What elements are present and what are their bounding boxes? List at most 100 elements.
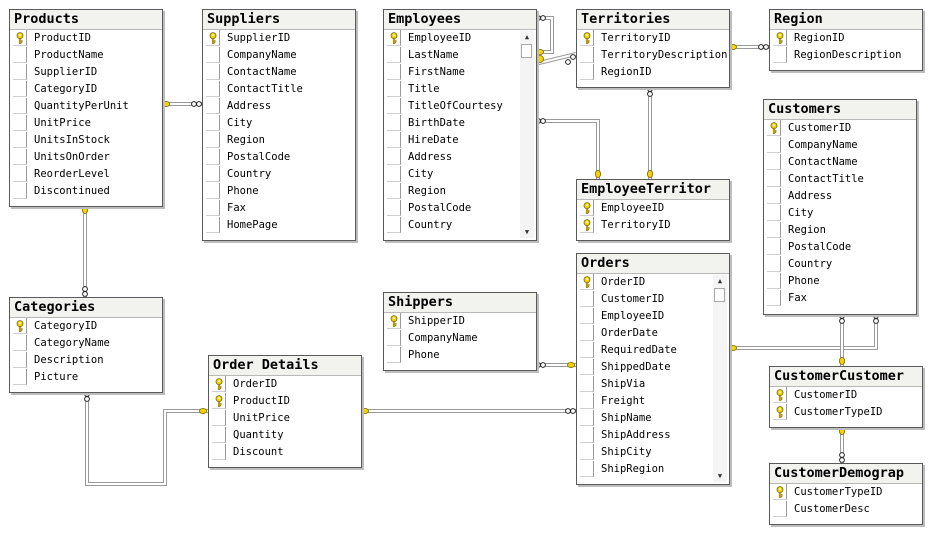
row-selector[interactable]: [13, 64, 27, 80]
row-selector[interactable]: [387, 81, 401, 97]
column-row[interactable]: Fax: [203, 200, 355, 217]
column-row[interactable]: Address: [764, 188, 916, 205]
column-row[interactable]: EmployeeID: [577, 200, 729, 217]
column-row[interactable]: Phone: [764, 273, 916, 290]
column-row[interactable]: ShipName: [577, 410, 711, 427]
scroll-up-icon[interactable]: ▲: [524, 33, 530, 41]
column-row[interactable]: Country: [203, 166, 355, 183]
row-selector[interactable]: [767, 256, 781, 272]
column-row[interactable]: CategoryID: [10, 318, 162, 335]
row-selector[interactable]: [767, 205, 781, 221]
column-row[interactable]: ShipCity: [577, 444, 711, 461]
row-selector[interactable]: [212, 393, 226, 409]
row-selector[interactable]: [767, 222, 781, 238]
row-selector[interactable]: [767, 273, 781, 289]
row-selector[interactable]: [580, 427, 594, 443]
row-selector[interactable]: [13, 149, 27, 165]
column-row[interactable]: OrderDate: [577, 325, 711, 342]
column-row[interactable]: Region: [764, 222, 916, 239]
column-row[interactable]: HomePage: [203, 217, 355, 234]
column-row[interactable]: CategoryName: [10, 335, 162, 352]
row-selector[interactable]: [580, 444, 594, 460]
column-row[interactable]: SupplierID: [203, 30, 355, 47]
relationship-customerdemographics-customercustomer[interactable]: [839, 426, 846, 463]
table-title[interactable]: Territories: [577, 10, 729, 30]
row-selector[interactable]: [387, 149, 401, 165]
column-row[interactable]: ProductID: [10, 30, 162, 47]
table-title[interactable]: Customers: [764, 100, 916, 120]
column-row[interactable]: Discontinued: [10, 183, 162, 200]
column-row[interactable]: CustomerID: [764, 120, 916, 137]
row-selector[interactable]: [580, 308, 594, 324]
row-selector[interactable]: [773, 404, 787, 420]
row-selector[interactable]: [580, 342, 594, 358]
column-row[interactable]: CompanyName: [384, 330, 536, 347]
row-selector[interactable]: [13, 318, 27, 334]
column-row[interactable]: Discount: [209, 444, 361, 461]
table-title[interactable]: CustomerCustomer: [770, 367, 922, 387]
column-row[interactable]: BirthDate: [384, 115, 518, 132]
relationship-employees-employees[interactable]: [535, 15, 554, 56]
column-row[interactable]: RegionID: [770, 30, 922, 47]
row-selector[interactable]: [773, 484, 787, 500]
table-title[interactable]: Orders: [577, 254, 729, 274]
row-selector[interactable]: [13, 98, 27, 114]
row-selector[interactable]: [580, 217, 594, 233]
row-selector[interactable]: [13, 166, 27, 182]
column-row[interactable]: EmployeeID: [384, 30, 518, 47]
column-row[interactable]: Freight: [577, 393, 711, 410]
column-row[interactable]: Quantity: [209, 427, 361, 444]
row-selector[interactable]: [580, 291, 594, 307]
column-row[interactable]: Picture: [10, 369, 162, 386]
row-selector[interactable]: [767, 171, 781, 187]
column-row[interactable]: ShippedDate: [577, 359, 711, 376]
row-selector[interactable]: [580, 274, 594, 290]
relationship-shippers-orders[interactable]: [535, 361, 576, 368]
row-selector[interactable]: [773, 47, 787, 63]
column-row[interactable]: Title: [384, 81, 518, 98]
row-selector[interactable]: [767, 290, 781, 306]
column-row[interactable]: Phone: [203, 183, 355, 200]
row-selector[interactable]: [13, 115, 27, 131]
column-row[interactable]: Address: [384, 149, 518, 166]
column-row[interactable]: Fax: [764, 290, 916, 307]
column-row[interactable]: City: [764, 205, 916, 222]
row-selector[interactable]: [773, 501, 787, 517]
column-row[interactable]: Region: [203, 132, 355, 149]
column-row[interactable]: UnitsInStock: [10, 132, 162, 149]
row-selector[interactable]: [387, 166, 401, 182]
column-row[interactable]: PostalCode: [203, 149, 355, 166]
column-row[interactable]: PostalCode: [384, 200, 518, 217]
column-row[interactable]: ShipperID: [384, 313, 536, 330]
row-selector[interactable]: [13, 30, 27, 46]
column-row[interactable]: TerritoryDescription: [577, 47, 729, 64]
relationship-employees-employeeterritories[interactable]: [535, 118, 602, 179]
row-selector[interactable]: [206, 30, 220, 46]
scroll-down-icon[interactable]: ▼: [717, 472, 723, 480]
column-row[interactable]: Address: [203, 98, 355, 115]
row-selector[interactable]: [206, 217, 220, 233]
row-selector[interactable]: [387, 183, 401, 199]
row-selector[interactable]: [580, 64, 594, 80]
column-row[interactable]: ContactName: [203, 64, 355, 81]
column-row[interactable]: ContactTitle: [764, 171, 916, 188]
row-selector[interactable]: [387, 330, 401, 346]
relationship-territories-employees[interactable]: [534, 52, 577, 66]
column-row[interactable]: CategoryID: [10, 81, 162, 98]
row-selector[interactable]: [13, 183, 27, 199]
column-row[interactable]: CustomerID: [770, 387, 922, 404]
column-row[interactable]: UnitsOnOrder: [10, 149, 162, 166]
column-row[interactable]: CompanyName: [764, 137, 916, 154]
scroll-up-icon[interactable]: ▲: [717, 277, 723, 285]
table-title[interactable]: Products: [10, 10, 162, 30]
column-row[interactable]: ShipRegion: [577, 461, 711, 478]
column-row[interactable]: QuantityPerUnit: [10, 98, 162, 115]
row-selector[interactable]: [13, 47, 27, 63]
